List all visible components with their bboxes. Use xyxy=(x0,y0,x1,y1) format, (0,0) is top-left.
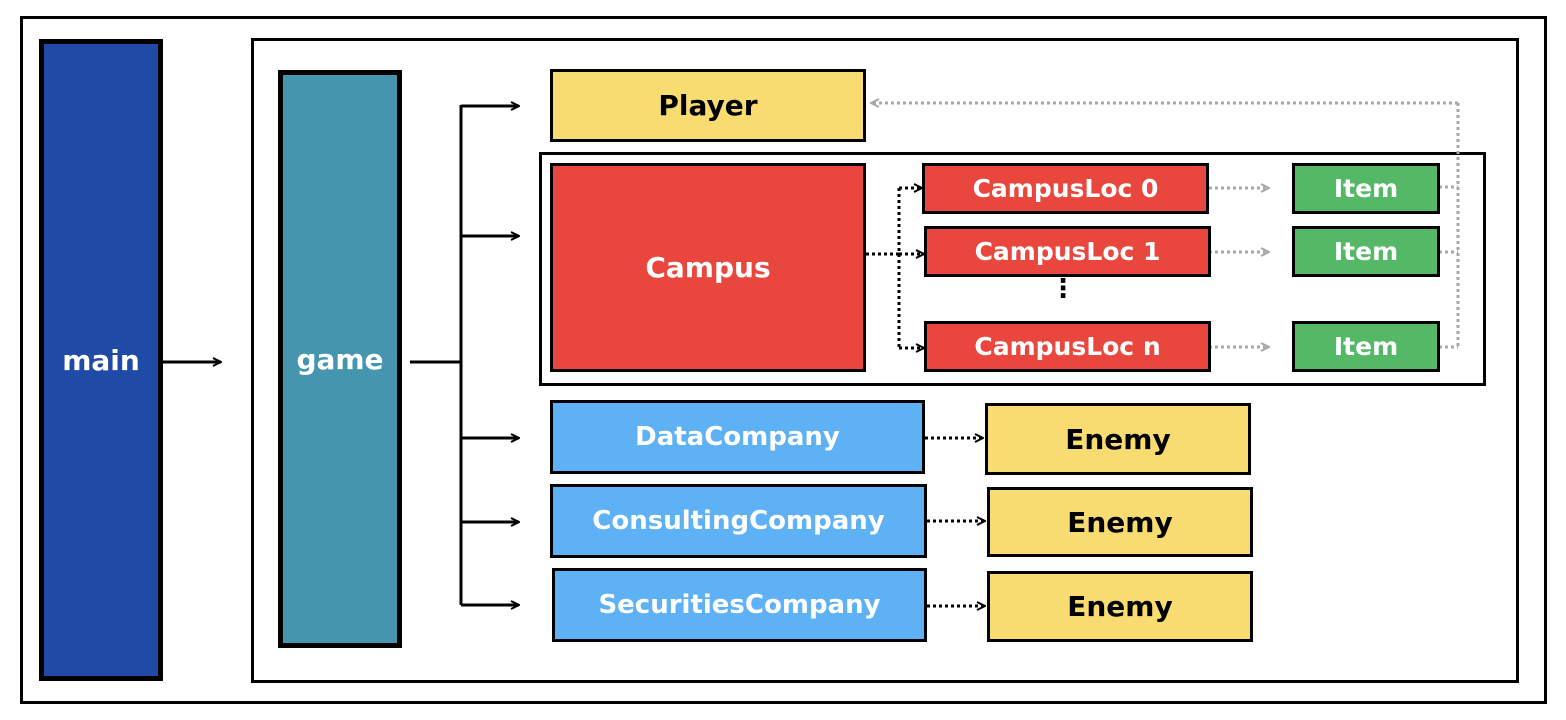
company-label: SecuritiesCompany xyxy=(598,590,881,620)
campus-label: Campus xyxy=(645,251,771,284)
item-box: Item xyxy=(1292,163,1440,214)
enemy-box: Enemy xyxy=(985,403,1251,475)
enemy-box: Enemy xyxy=(987,571,1253,642)
game-box: game xyxy=(278,70,402,648)
campus-loc-ellipsis: ⋮ xyxy=(1050,274,1076,304)
item-label: Item xyxy=(1333,237,1399,266)
campus-loc-box: CampusLoc n xyxy=(924,321,1211,372)
company-box-securitiescompany: SecuritiesCompany xyxy=(552,568,927,642)
enemy-box: Enemy xyxy=(987,487,1253,557)
company-label: ConsultingCompany xyxy=(592,506,885,536)
campus-loc-label: CampusLoc n xyxy=(974,332,1161,361)
campus-loc-box: CampusLoc 0 xyxy=(922,163,1209,214)
company-box-consultingcompany: ConsultingCompany xyxy=(550,484,927,558)
campus-loc-label: CampusLoc 1 xyxy=(974,237,1161,266)
enemy-label: Enemy xyxy=(1067,590,1173,623)
campus-box: Campus xyxy=(550,163,866,372)
campus-group xyxy=(539,152,1486,386)
item-box: Item xyxy=(1292,321,1440,372)
enemy-label: Enemy xyxy=(1065,422,1171,456)
outer-frame xyxy=(20,16,1547,704)
enemy-label: Enemy xyxy=(1067,505,1173,539)
item-label: Item xyxy=(1333,332,1399,361)
main-label: main xyxy=(62,343,140,377)
campus-loc-box: CampusLoc 1 xyxy=(924,226,1211,277)
player-box: Player xyxy=(550,69,866,142)
main-box: main xyxy=(39,39,163,681)
game-label: game xyxy=(296,342,384,376)
game-container xyxy=(251,38,1519,683)
item-label: Item xyxy=(1333,174,1399,203)
company-label: DataCompany xyxy=(635,422,840,452)
item-box: Item xyxy=(1292,226,1440,277)
campus-loc-label: CampusLoc 0 xyxy=(972,174,1159,203)
player-label: Player xyxy=(658,89,758,122)
company-box-datacompany: DataCompany xyxy=(550,400,925,474)
